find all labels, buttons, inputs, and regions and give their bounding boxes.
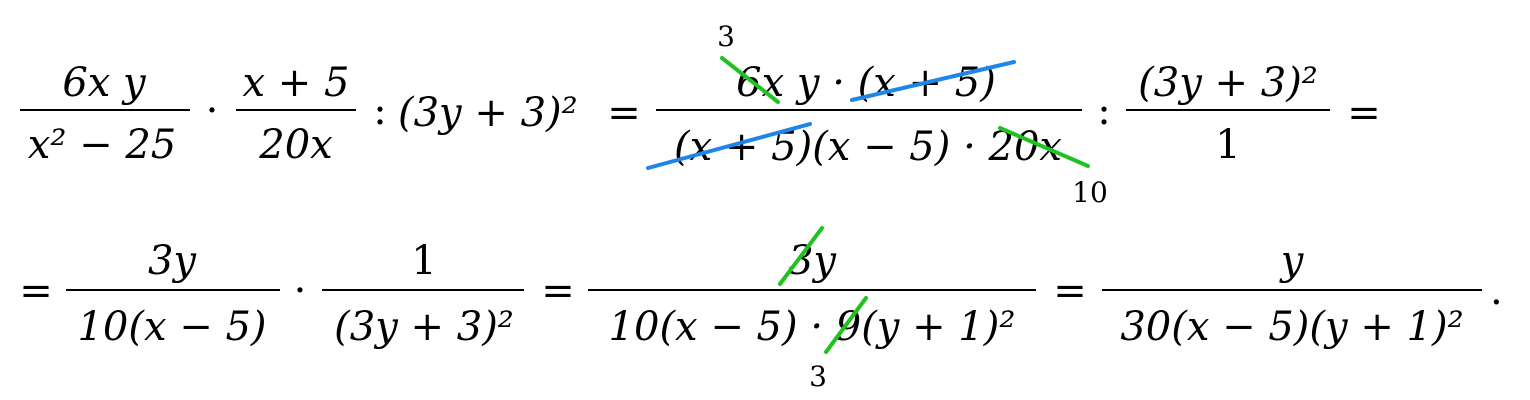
divide-colon-1: : — [373, 88, 386, 134]
line-1: 6x y x² − 25 · x + 5 20x : (3y + 3)² = 6… — [20, 20, 1381, 209]
fraction-2-denominator: 20x — [258, 122, 332, 168]
cancel-result-3: 3 — [717, 20, 735, 53]
fraction-6-denominator: (3y + 3)² — [334, 304, 514, 350]
squared-term-1: (3y + 3)² — [398, 90, 578, 136]
cancel-stroke-20x — [998, 126, 1090, 168]
cancel-stroke-x-plus-5-bottom — [646, 122, 812, 170]
equals-4: = — [1053, 268, 1087, 314]
fraction-7-denominator: 10(x − 5) · 9(y + 1)² — [609, 304, 1016, 350]
fraction-1-denominator: x² − 25 — [28, 122, 176, 168]
fraction-4-numerator: (3y + 3)² — [1138, 60, 1318, 106]
fraction-8-denominator: 30(x − 5)(y + 1)² — [1120, 304, 1463, 350]
cancel-stroke-x-plus-5-top — [850, 60, 1016, 102]
divide-colon-2: : — [1097, 88, 1110, 134]
fraction-2-numerator: x + 5 — [243, 60, 350, 106]
equals-2: = — [1347, 90, 1381, 136]
fraction-6-numerator: 1 — [411, 238, 436, 284]
cancel-stroke-9 — [824, 296, 868, 354]
fraction-5-numerator: 3y — [148, 238, 197, 284]
equals-line-2-start: = — [19, 268, 53, 314]
fraction-4-denominator: 1 — [1215, 122, 1240, 168]
fraction-1-numerator: 6x y — [62, 60, 147, 106]
equals-1: = — [607, 90, 641, 136]
fraction-8-numerator: y — [1279, 238, 1305, 284]
cancel-stroke-3y — [778, 226, 824, 286]
final-period: . — [1490, 268, 1503, 314]
cancel-result-3-below: 3 — [809, 360, 827, 393]
cancel-result-10: 10 — [1072, 176, 1108, 209]
line-2: = 3y 10(x − 5) · 1 (3y + 3)² = 3y 10(x −… — [19, 226, 1503, 393]
fraction-3-denominator: (x + 5)(x − 5) · 20x — [674, 124, 1062, 170]
cancel-stroke-6x — [720, 56, 780, 104]
multiply-dot-1: · — [206, 88, 219, 134]
multiply-dot-2: · — [294, 268, 307, 314]
fraction-5-denominator: 10(x − 5) — [77, 304, 266, 350]
equals-3: = — [541, 268, 575, 314]
